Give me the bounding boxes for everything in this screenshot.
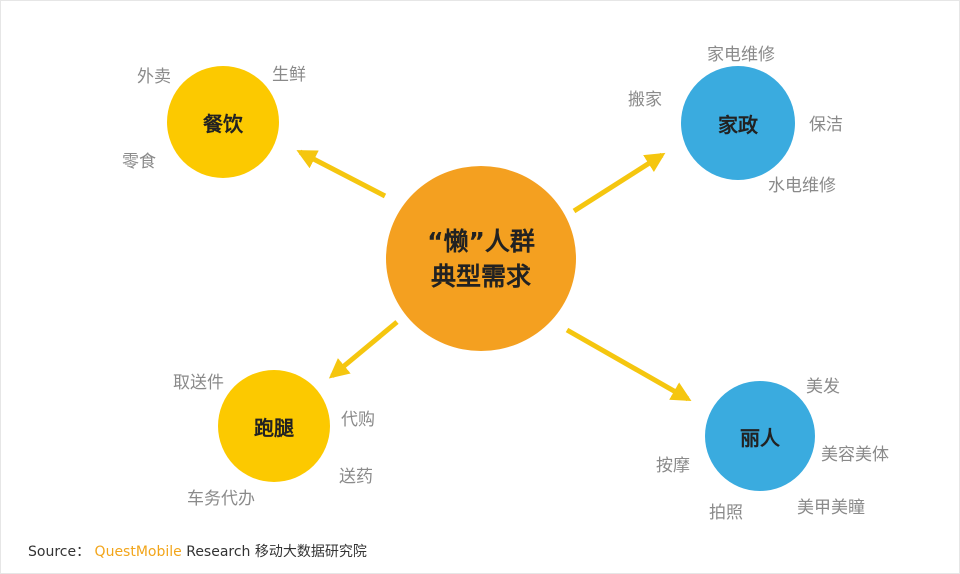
- node-food: 餐饮: [167, 66, 279, 178]
- beauty-item-hair: 美发: [806, 377, 840, 397]
- arrow-to-food: [296, 149, 387, 199]
- center-line-2: 典型需求: [430, 261, 531, 291]
- beauty-item-body-care: 美容美体: [821, 445, 889, 465]
- source-label: Source：: [28, 544, 91, 560]
- beauty-item-photo: 拍照: [709, 503, 743, 523]
- errand-item-vehicle: 车务代办: [187, 489, 255, 509]
- node-beauty: 丽人: [705, 381, 815, 491]
- arrow-to-beauty: [565, 327, 692, 402]
- house-item-plumbing-repair: 水电维修: [768, 176, 836, 196]
- food-item-fresh: 生鲜: [272, 65, 306, 85]
- source-line: Source： QuestMobile Research 移动大数据研究院: [28, 541, 367, 561]
- errand-item-delivery: 取送件: [173, 373, 224, 393]
- center-line-1: “懒”人群: [427, 226, 535, 256]
- house-item-moving: 搬家: [628, 90, 662, 110]
- food-item-takeout: 外卖: [137, 67, 171, 87]
- beauty-item-nails-lenses: 美甲美瞳: [797, 498, 865, 518]
- house-item-cleaning: 保洁: [809, 115, 843, 135]
- beauty-item-massage: 按摩: [656, 456, 690, 476]
- house-item-appliance-repair: 家电维修: [707, 45, 775, 65]
- center-circle: “懒”人群 典型需求: [386, 166, 576, 351]
- errand-item-medicine: 送药: [339, 467, 373, 487]
- node-housekeeping: 家政: [681, 66, 795, 180]
- arrow-to-errand: [328, 320, 399, 379]
- arrow-to-housekeeping: [572, 152, 666, 214]
- node-errand: 跑腿: [218, 370, 330, 482]
- source-org: Research 移动大数据研究院: [181, 544, 367, 560]
- source-brand: QuestMobile: [94, 544, 182, 560]
- errand-item-purchasing: 代购: [341, 410, 375, 430]
- food-item-snacks: 零食: [122, 152, 156, 172]
